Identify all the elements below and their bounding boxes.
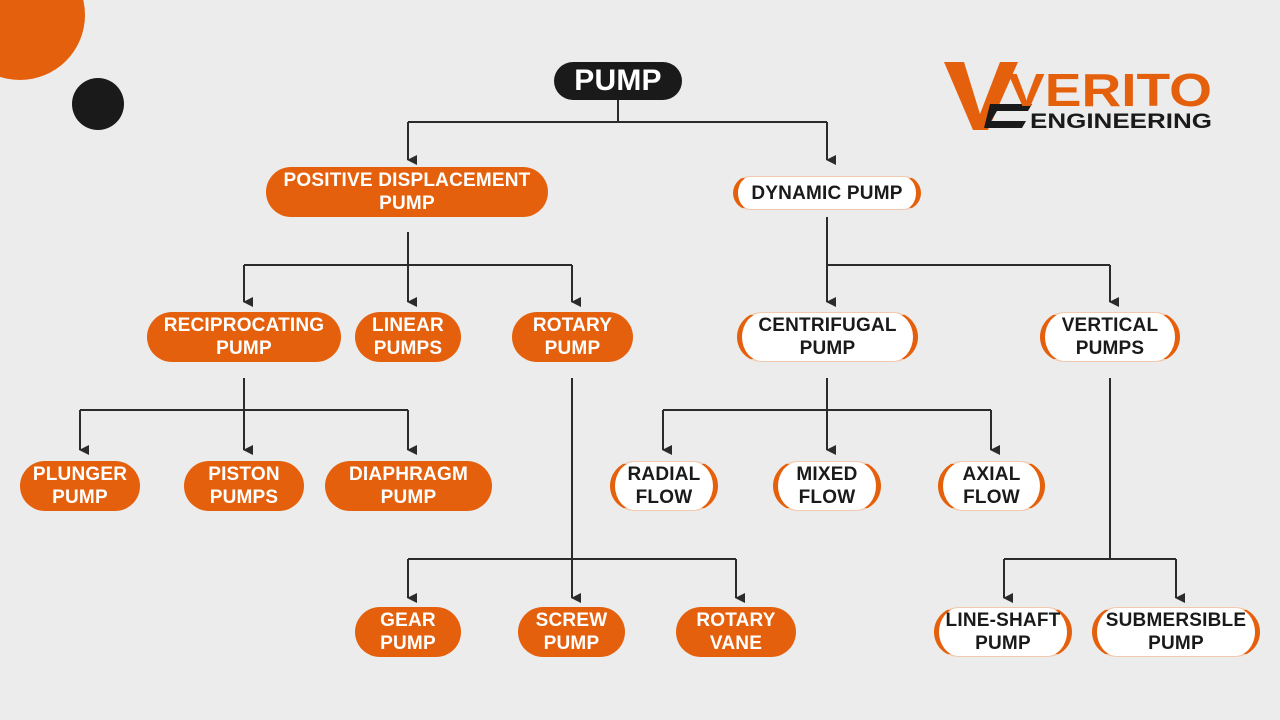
node-label-line: PUMP <box>544 338 601 359</box>
node-label-line: PUMP <box>379 193 435 214</box>
node-label-line: PLUNGER <box>32 464 128 485</box>
node-label-line: PUMP <box>1148 633 1204 654</box>
node-label-line: PUMP <box>799 338 856 359</box>
logo-v-mark <box>944 62 1018 130</box>
node-label-line: LINE-SHAFT <box>945 610 1061 631</box>
node-label-line: CENTRIFUGAL <box>758 315 897 336</box>
node-label-line: RADIAL <box>627 464 701 485</box>
node-label-line: PUMP <box>52 487 108 508</box>
node-label-line: VANE <box>709 633 763 654</box>
node-label-line: SUBMERSIBLE <box>1105 610 1247 631</box>
node-label: DYNAMIC PUMP <box>751 182 902 205</box>
node-label-line: POSITIVE DISPLACEMENT <box>283 170 531 191</box>
node-label-line: PUMP <box>975 633 1031 654</box>
node-label-line: FLOW <box>963 487 1020 508</box>
node-label-line: PUMPS <box>1075 338 1145 359</box>
node-label-line: RECIPROCATING <box>163 315 325 336</box>
node-pump: PUMP <box>554 62 682 100</box>
node-label-line: LINEAR <box>372 315 444 336</box>
node-label-line: PUMP <box>380 487 437 508</box>
node-label-line: ROTARY <box>532 315 613 336</box>
node-label-line: PUMP <box>543 633 600 654</box>
node-label-line: PUMPS <box>373 338 443 359</box>
node-label-line: GEAR <box>380 610 436 631</box>
node-label-line: PUMP <box>216 338 272 359</box>
node-label-line: PISTON <box>208 464 280 485</box>
node-label-line: ROTARY <box>696 610 776 631</box>
node-label-line: SCREW <box>535 610 608 631</box>
logo-brand-text: VERITO <box>1008 64 1212 116</box>
node-label-line: FLOW <box>635 487 693 508</box>
node-label-line: PUMP <box>574 64 662 97</box>
node-label-line: VERTICAL <box>1061 315 1159 336</box>
node-label-line: PUMP <box>380 633 436 654</box>
node-label-line: DIAPHRAGM <box>349 464 468 485</box>
node-label-line: PUMPS <box>209 487 279 508</box>
node-label-line: FLOW <box>798 487 856 508</box>
verito-engineering-logo: VERITO ENGINEERING <box>944 62 1212 133</box>
black-circle-decoration <box>72 78 124 130</box>
node-label-line: DYNAMIC PUMP <box>751 182 903 204</box>
node-label-line: MIXED <box>796 464 858 485</box>
node-label-line: AXIAL <box>962 464 1021 485</box>
node-dynamic-pump: DYNAMIC PUMP <box>733 176 921 210</box>
logo-e-mark <box>984 104 1032 128</box>
node-label: PUMP <box>574 64 661 98</box>
logo-sub-text: ENGINEERING <box>1030 110 1212 133</box>
